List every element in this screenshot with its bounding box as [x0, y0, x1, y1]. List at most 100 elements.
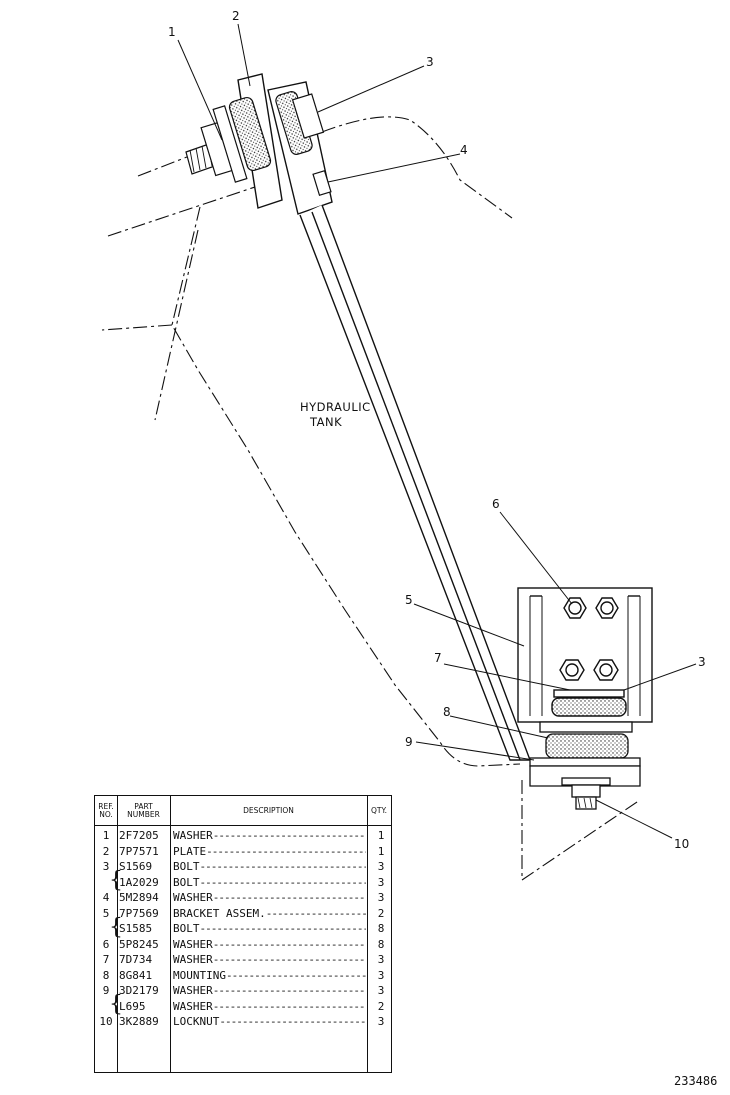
row-part-number: 7P7571 [119, 844, 159, 858]
row-qty: 2 [377, 999, 385, 1013]
row-qty: 3 [377, 875, 385, 889]
row-description: BOLT------------------------------------… [173, 859, 366, 874]
row-qty: 1 [377, 844, 385, 858]
header-ref-no: REF. NO. [98, 801, 114, 819]
row-qty: 3 [377, 891, 385, 904]
row-ref-no: 4 [102, 891, 110, 904]
row-description: WASHER----------------------------------… [173, 999, 366, 1014]
row-description-text: BOLT [173, 860, 200, 873]
row-description-text: LOCKNUT [173, 1015, 220, 1028]
callout-leaders [177, 23, 697, 839]
table-row: S1585 BOLT-------------------------------… [95, 921, 391, 937]
brace-ref-10: { [109, 992, 123, 1017]
row-description: WASHER----------------------------------… [173, 952, 366, 967]
row-description-text: BRACKET ASSEM. [173, 906, 266, 920]
row-qty: 3 [377, 860, 385, 873]
row-ref-no: 10 [99, 1015, 113, 1028]
row-description-text: WASHER [173, 953, 213, 966]
row-ref-no: 7 [102, 953, 110, 966]
row-ref-no: 9 [102, 984, 110, 997]
table-row: 6 5P8245 WASHER---------------------------… [95, 937, 391, 953]
lower-mount-hardware [529, 721, 641, 810]
row-ref-no: 1 [102, 829, 110, 842]
header-part-number: PART NUMBER [127, 801, 160, 819]
row-ref-no: 8 [102, 968, 110, 982]
table-row: 10 3K2889 LOCKNUT-------------------------… [95, 1014, 391, 1030]
table-row: 9 3D2179 WASHER---------------------------… [95, 983, 391, 999]
row-part-number: 3D2179 [119, 984, 159, 997]
row-leader-dashes: ---------------------------------------- [212, 891, 366, 904]
row-leader-dashes: ---------------------------------------- [199, 875, 367, 889]
row-leader-dashes: ---------------------------------------- [199, 922, 367, 935]
row-description: BRACKET ASSEM.--------------------------… [173, 906, 366, 921]
row-description: BOLT------------------------------------… [173, 875, 366, 890]
row-leader-dashes: ---------------------------------------- [212, 984, 366, 997]
tank-label-line2: TANK [309, 415, 342, 429]
row-qty: 3 [377, 1015, 385, 1028]
row-leader-dashes: ---------------------------------------- [212, 953, 366, 966]
row-part-number: 1A2029 [119, 875, 159, 889]
table-row: 88G841MOUNTING--------------------------… [95, 968, 391, 984]
row-qty: 1 [377, 829, 385, 842]
row-description: BOLT------------------------------------… [173, 921, 366, 936]
callout-7: 7 [434, 651, 442, 665]
row-part-number: 5P8245 [119, 937, 159, 951]
row-part-number: 2F7205 [119, 829, 159, 842]
row-ref-no: 2 [102, 844, 110, 858]
row-leader-dashes: ---------------------------------------- [206, 844, 366, 858]
row-description-text: WASHER [173, 984, 213, 997]
callout-3-upper: 3 [426, 55, 434, 69]
row-description-text: WASHER [173, 937, 213, 951]
row-description-text: WASHER [173, 999, 213, 1013]
callout-8: 8 [443, 705, 451, 719]
row-qty: 3 [377, 968, 385, 982]
row-description-text: BOLT [173, 875, 200, 889]
row-leader-dashes: ---------------------------------------- [212, 999, 366, 1013]
row-description: WASHER----------------------------------… [173, 983, 366, 998]
row-part-number: 7D734 [119, 953, 153, 966]
row-description: WASHER----------------------------------… [173, 828, 366, 843]
row-qty: 3 [377, 953, 385, 966]
row-ref-no: 5 [102, 906, 110, 920]
row-part-number: 7P7569 [119, 906, 159, 920]
callout-4: 4 [460, 143, 468, 157]
row-description: MOUNTING--------------------------------… [173, 968, 366, 983]
header-description: DESCRIPTION [243, 805, 294, 815]
row-description: LOCKNUT---------------------------------… [173, 1014, 366, 1029]
callout-5: 5 [405, 593, 413, 607]
row-description: WASHER----------------------------------… [173, 890, 366, 905]
row-part-number: 3K2889 [119, 1015, 159, 1028]
callout-1: 1 [168, 25, 176, 39]
row-ref-no: 3 [102, 860, 110, 873]
row-description-text: BOLT [173, 922, 200, 935]
upper-mount-hardware [185, 91, 332, 197]
table-row: 1A2029 BOLT------------------------------… [95, 875, 391, 891]
row-leader-dashes: ---------------------------------------- [199, 860, 367, 873]
row-ref-no: 6 [102, 937, 110, 951]
callout-9: 9 [405, 735, 413, 749]
callout-3-lower: 3 [698, 655, 706, 669]
row-qty: 3 [377, 984, 385, 997]
bracket-assembly [517, 587, 653, 723]
row-qty: 8 [377, 937, 385, 951]
table-row: 2 7P7571 PLATE----------------------------… [95, 844, 391, 860]
table-row: 5 7P7569 BRACKET ASSEM.-------------------… [95, 906, 391, 922]
drawing-number: 233486 [674, 1074, 718, 1088]
row-leader-dashes: ---------------------------------------- [212, 937, 366, 951]
tank-label-line1: HYDRAULIC [300, 400, 371, 414]
row-part-number: L695 [119, 999, 146, 1013]
row-description-text: WASHER [173, 829, 213, 842]
row-description: PLATE-----------------------------------… [173, 844, 366, 859]
row-leader-dashes: ---------------------------------------- [265, 906, 366, 920]
row-part-number: S1569 [119, 860, 153, 873]
row-description-text: PLATE [173, 844, 207, 858]
brace-ref-6: { [109, 915, 123, 940]
callout-6: 6 [492, 497, 500, 511]
row-part-number: S1585 [119, 922, 153, 935]
brace-ref-4: { [109, 868, 123, 893]
table-row: 3 S1569 BOLT------------------------------… [95, 859, 391, 875]
row-leader-dashes: ---------------------------------------- [219, 1015, 366, 1028]
